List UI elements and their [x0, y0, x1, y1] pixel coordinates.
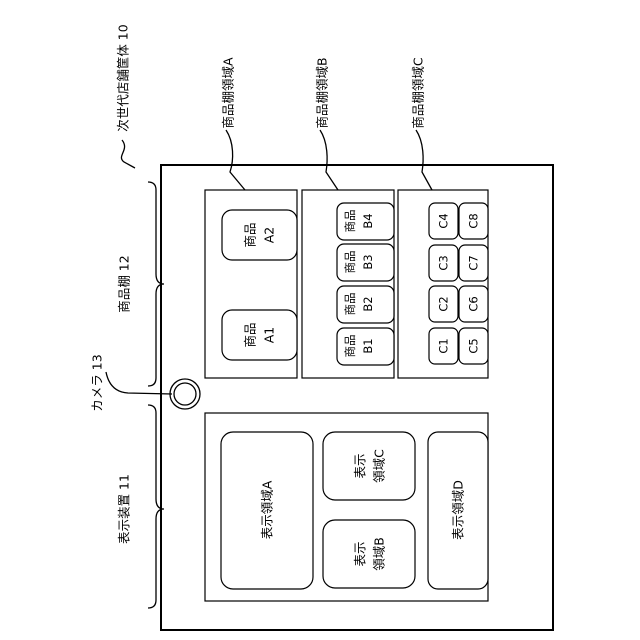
- product-b2-name: 商品: [343, 293, 357, 316]
- product-shelf-label: 商品棚 12: [117, 255, 132, 312]
- product-b4: 商品 B4: [337, 203, 394, 240]
- display-area-c-line1: 表示: [353, 453, 368, 478]
- product-a2: 商品 A2: [222, 210, 297, 260]
- shelf-c-label: 商品棚領域C: [411, 57, 426, 129]
- display-area-c: 表示 領域C: [323, 432, 415, 500]
- product-a2-code: A2: [262, 227, 277, 244]
- product-c1: C1: [429, 328, 458, 364]
- product-a1-name: 商品: [243, 322, 258, 347]
- shelf-a-label: 商品棚領域A: [221, 57, 236, 129]
- product-c4-code: C4: [437, 213, 451, 228]
- product-c7: C7: [459, 245, 488, 281]
- product-b1-name: 商品: [343, 335, 357, 358]
- product-c5-code: C5: [467, 338, 481, 353]
- product-c7-code: C7: [467, 255, 481, 270]
- display-area-b-line1: 表示: [353, 541, 368, 566]
- shelf-a-leader: [226, 130, 245, 190]
- product-b1: 商品 B1: [337, 328, 394, 365]
- product-a1: 商品 A1: [222, 310, 297, 360]
- product-b4-name: 商品: [343, 210, 357, 233]
- display-area-b: 表示 領域B: [323, 520, 415, 588]
- camera-leader: [106, 372, 172, 394]
- shelf-b-label: 商品棚領域B: [315, 57, 330, 128]
- camera-icon: [170, 379, 200, 409]
- product-c8-code: C8: [467, 213, 481, 228]
- product-b3: 商品 B3: [337, 244, 394, 281]
- housing-label: 次世代店舗筐体 10: [116, 24, 131, 131]
- product-c6-code: C6: [467, 296, 481, 311]
- display-area-a-label: 表示領域A: [260, 480, 275, 539]
- product-b2: 商品 B2: [337, 286, 394, 323]
- product-c4: C4: [429, 203, 458, 239]
- display-area-b-line2: 領域B: [372, 537, 387, 571]
- display-area-d: 表示領域D: [428, 432, 488, 589]
- product-b1-code: B1: [361, 338, 375, 353]
- product-c2: C2: [429, 286, 458, 322]
- product-c3: C3: [429, 245, 458, 281]
- product-a2-name: 商品: [243, 222, 258, 247]
- product-c5: C5: [459, 328, 488, 364]
- display-area-c-line2: 領域C: [372, 449, 387, 483]
- product-b2-code: B2: [361, 296, 375, 311]
- display-area-a: 表示領域A: [221, 432, 313, 589]
- housing-leader: [121, 140, 135, 168]
- product-c1-code: C1: [437, 338, 451, 353]
- camera-label: カメラ 13: [90, 354, 105, 411]
- product-b3-code: B3: [361, 254, 375, 269]
- shelf-c-leader: [416, 130, 432, 190]
- product-c2-code: C2: [437, 296, 451, 311]
- shelf-b-leader: [320, 130, 338, 190]
- product-b4-code: B4: [361, 213, 375, 228]
- product-b3-name: 商品: [343, 251, 357, 274]
- display-area-d-label: 表示領域D: [451, 480, 466, 540]
- product-a1-code: A1: [262, 327, 277, 344]
- display-device-label: 表示装置 11: [117, 474, 132, 544]
- product-c8: C8: [459, 203, 488, 239]
- product-c6: C6: [459, 286, 488, 322]
- product-c3-code: C3: [437, 255, 451, 270]
